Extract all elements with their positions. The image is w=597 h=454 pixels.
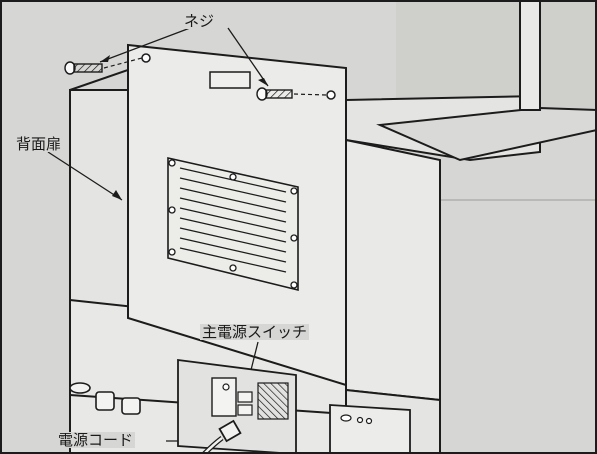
main-power-switch-label: 主電源スイッチ	[200, 323, 310, 341]
power-cord-label: 電源コード	[56, 431, 136, 449]
main-power-switch-panel	[177, 358, 297, 454]
casters	[69, 382, 141, 415]
screw-left	[64, 61, 103, 75]
screw-label: ネジ	[182, 12, 217, 30]
side-outlet-panel	[329, 404, 411, 454]
screw-right	[256, 87, 293, 101]
vent-grille	[167, 157, 299, 292]
rear-door-label: 背面扉	[14, 135, 64, 153]
screw-guide-lines	[103, 57, 327, 96]
